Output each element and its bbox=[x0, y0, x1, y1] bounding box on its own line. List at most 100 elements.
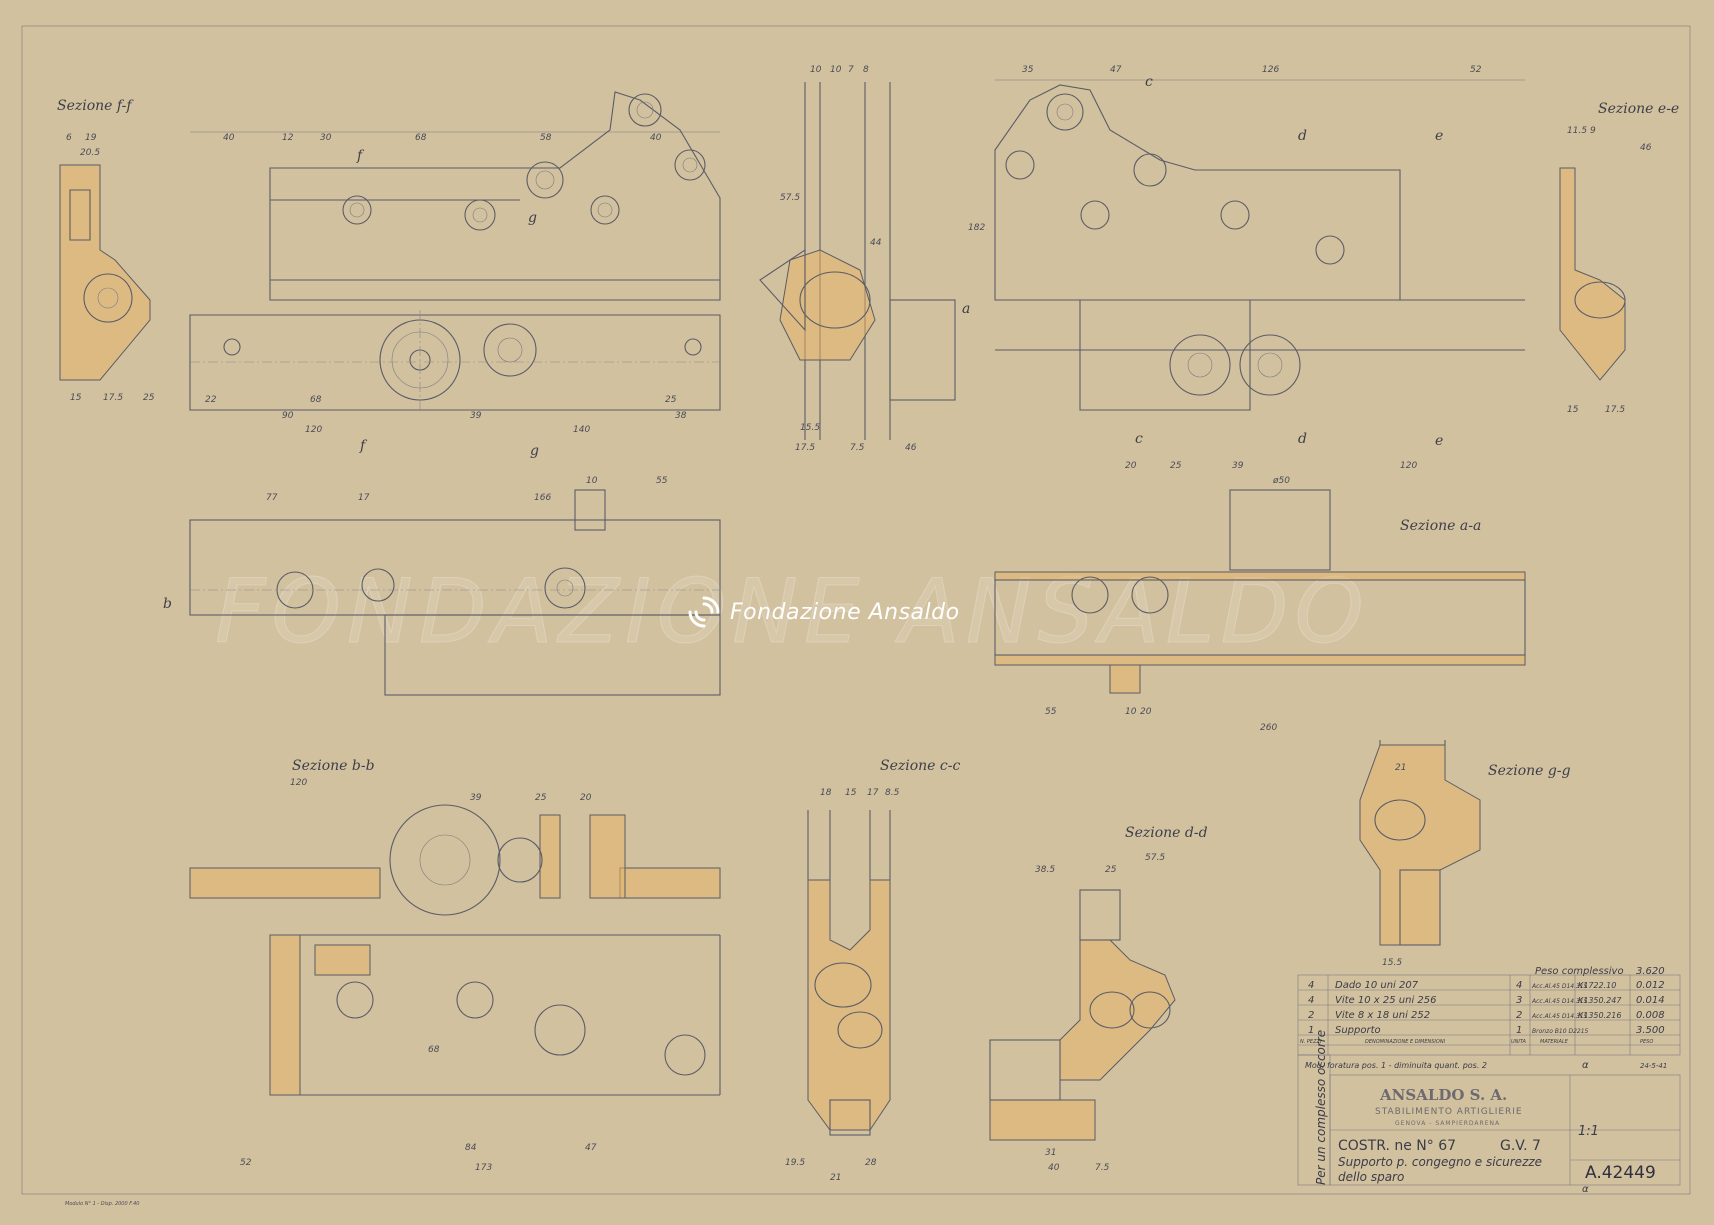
drawing-type: G.V. 7 bbox=[1500, 1138, 1541, 1154]
svg-text:8: 8 bbox=[863, 65, 869, 75]
svg-text:25: 25 bbox=[535, 793, 547, 803]
row-1-material: Acc.Al.45 D14.315 bbox=[1531, 983, 1588, 990]
side-note: Per un complesso occorre bbox=[1314, 1030, 1328, 1185]
subject-line-2: dello sparo bbox=[1338, 1170, 1404, 1184]
col-header-material: MATERIALE bbox=[1540, 1039, 1569, 1045]
row-4-material: Bronzo B10 D2215 bbox=[1532, 1028, 1589, 1035]
svg-text:20.5: 20.5 bbox=[80, 148, 100, 158]
svg-text:c: c bbox=[1145, 74, 1153, 90]
svg-text:17.5: 17.5 bbox=[795, 443, 815, 453]
svg-text:47: 47 bbox=[585, 1143, 597, 1153]
scale: 1:1 bbox=[1578, 1124, 1599, 1139]
svg-text:25: 25 bbox=[143, 393, 155, 403]
row-2-qty: 3 bbox=[1516, 995, 1522, 1006]
svg-text:20: 20 bbox=[1125, 461, 1137, 471]
svg-text:f: f bbox=[359, 438, 368, 454]
row-2-desc: Vite 10 x 25 uni 256 bbox=[1335, 995, 1437, 1006]
svg-text:126: 126 bbox=[1262, 65, 1279, 75]
label-section-a: Sezione a-a bbox=[1400, 518, 1481, 534]
svg-text:e: e bbox=[1435, 433, 1443, 449]
row-2-n: 4 bbox=[1308, 995, 1314, 1006]
svg-text:28: 28 bbox=[865, 1158, 877, 1168]
svg-text:12: 12 bbox=[282, 133, 294, 143]
revision-text: Mod. foratura pos. 1 - diminuita quant. … bbox=[1305, 1061, 1487, 1070]
drawing-number: A.42449 bbox=[1585, 1163, 1656, 1183]
row-3-material: Acc.Al.45 D14.315 bbox=[1531, 1013, 1588, 1020]
svg-text:57.5: 57.5 bbox=[1145, 853, 1165, 863]
col-header-pieces: N. PEZZI bbox=[1300, 1039, 1322, 1045]
svg-text:15: 15 bbox=[845, 788, 857, 798]
row-1-qty: 4 bbox=[1516, 980, 1522, 991]
row-3-qty: 2 bbox=[1516, 1010, 1522, 1021]
row-4-qty: 1 bbox=[1516, 1025, 1522, 1036]
label-section-d: Sezione d-d bbox=[1125, 825, 1208, 841]
svg-text:55: 55 bbox=[1045, 707, 1057, 717]
svg-text:20: 20 bbox=[580, 793, 592, 803]
label-section-f: Sezione f-f bbox=[57, 98, 134, 114]
svg-text:d: d bbox=[1298, 128, 1307, 144]
svg-text:21: 21 bbox=[830, 1173, 841, 1183]
svg-text:17.5: 17.5 bbox=[103, 393, 123, 403]
svg-text:25: 25 bbox=[1105, 865, 1117, 875]
svg-text:19.5: 19.5 bbox=[785, 1158, 805, 1168]
construction-no: COSTR. ne N° 67 bbox=[1338, 1138, 1456, 1154]
svg-text:7: 7 bbox=[848, 65, 854, 75]
row-1-n: 4 bbox=[1308, 980, 1314, 991]
row-3-n: 2 bbox=[1308, 1010, 1314, 1021]
svg-text:39: 39 bbox=[470, 793, 482, 803]
row-4-desc: Supporto bbox=[1335, 1025, 1381, 1036]
svg-text:38: 38 bbox=[675, 411, 687, 421]
svg-text:f: f bbox=[356, 148, 365, 164]
title-rev-mark: α bbox=[1582, 1184, 1589, 1195]
row-3-ref: K1350.216 bbox=[1578, 1011, 1621, 1020]
svg-text:9: 9 bbox=[1590, 126, 1596, 136]
svg-text:120: 120 bbox=[290, 778, 307, 788]
svg-text:47: 47 bbox=[1110, 65, 1122, 75]
svg-text:120: 120 bbox=[1400, 461, 1417, 471]
svg-text:17.5: 17.5 bbox=[1605, 405, 1625, 415]
svg-text:7.5: 7.5 bbox=[1095, 1163, 1110, 1173]
svg-text:40: 40 bbox=[650, 133, 662, 143]
label-section-b: Sezione b-b bbox=[292, 758, 375, 774]
row-2-weight: 0.014 bbox=[1636, 995, 1665, 1006]
svg-text:173: 173 bbox=[475, 1163, 492, 1173]
svg-text:84: 84 bbox=[465, 1143, 477, 1153]
weight-header: Peso complessivo bbox=[1535, 966, 1624, 977]
svg-text:21: 21 bbox=[1395, 763, 1406, 773]
row-1-desc: Dado 10 uni 207 bbox=[1335, 980, 1419, 991]
svg-text:b: b bbox=[163, 596, 172, 612]
label-section-e: Sezione e-e bbox=[1598, 101, 1679, 117]
svg-text:25: 25 bbox=[1170, 461, 1182, 471]
svg-text:30: 30 bbox=[320, 133, 332, 143]
company-name: ANSALDO S. A. bbox=[1379, 1086, 1507, 1104]
division-name: STABILIMENTO ARTIGLIERIE bbox=[1375, 1107, 1523, 1117]
total-weight: 3.620 bbox=[1636, 966, 1665, 977]
revision-date: 24-5-41 bbox=[1640, 1062, 1667, 1070]
svg-text:ø50: ø50 bbox=[1272, 476, 1290, 486]
col-header-desc: DENOMINAZIONE E DIMENSIONI bbox=[1365, 1039, 1446, 1045]
row-1-weight: 0.012 bbox=[1636, 980, 1665, 991]
svg-text:10: 10 bbox=[1125, 707, 1137, 717]
svg-text:35: 35 bbox=[1022, 65, 1034, 75]
row-1-ref: K1722.10 bbox=[1578, 981, 1616, 990]
svg-text:166: 166 bbox=[534, 493, 551, 503]
svg-text:8.5: 8.5 bbox=[885, 788, 900, 798]
row-2-material: Acc.Al.45 D14.315 bbox=[1531, 998, 1588, 1005]
col-header-unit: UNITA bbox=[1511, 1039, 1526, 1045]
ansaldo-logo-icon bbox=[688, 596, 720, 628]
fondazione-watermark: Fondazione Ansaldo bbox=[686, 592, 960, 632]
svg-text:15: 15 bbox=[70, 393, 82, 403]
svg-text:38.5: 38.5 bbox=[1035, 865, 1055, 875]
svg-text:18: 18 bbox=[820, 788, 832, 798]
svg-text:68: 68 bbox=[428, 1045, 440, 1055]
svg-text:17: 17 bbox=[358, 493, 370, 503]
footer-note: Modulo N° 1 - Disp. 2000 F.40 bbox=[65, 1201, 139, 1207]
svg-text:22: 22 bbox=[205, 395, 217, 405]
